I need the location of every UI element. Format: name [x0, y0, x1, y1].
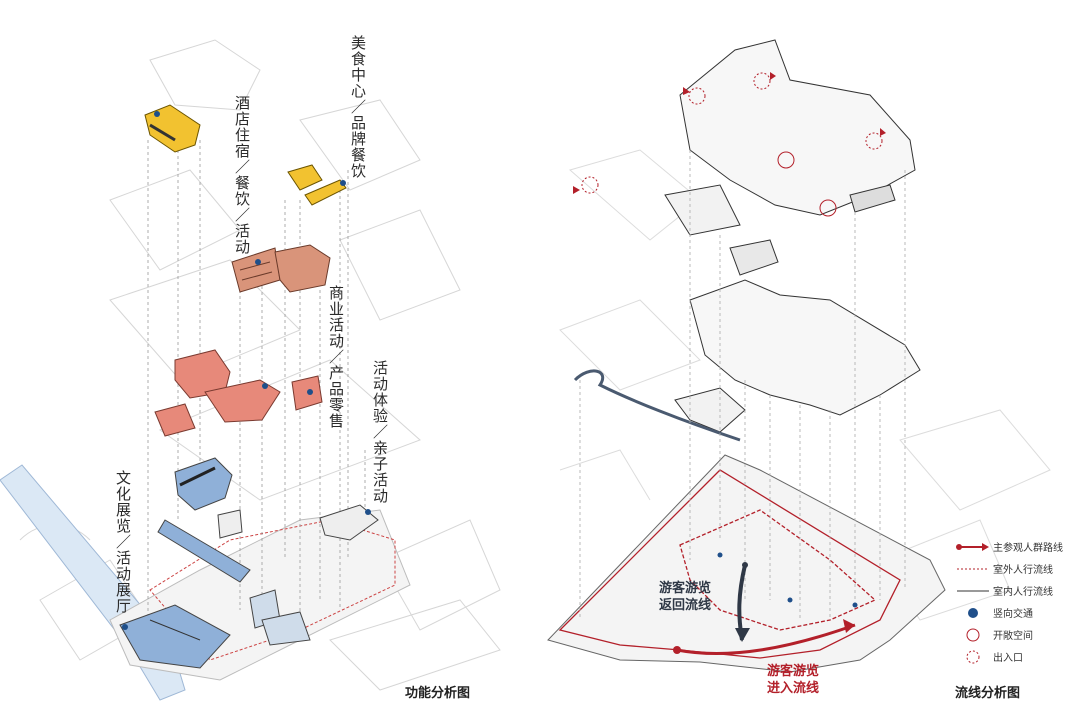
label-activity: 活动体验／亲子活动: [371, 360, 389, 504]
legend-item: 室外人行流线: [955, 558, 1080, 580]
label-culture: 文化展览／活动展厅: [114, 470, 132, 614]
legend-label: 室内人行流线: [993, 587, 1053, 598]
legend-item: 竖向交通: [955, 602, 1080, 624]
right-caption: 流线分析图: [955, 686, 1021, 701]
label-hotel: 酒店住宿／餐饮／活动: [233, 95, 251, 255]
legend: 主参观人群路线 室外人行流线 室内人行流线 竖向交通 开敞空间 出入口: [955, 536, 1080, 668]
legend-label: 主参观人群路线: [993, 543, 1063, 554]
ground-buildings: [119, 457, 379, 669]
legend-item: 开敞空间: [955, 624, 1080, 646]
label-food-center: 美食中心／品牌餐饮: [349, 35, 367, 179]
legend-label: 竖向交通: [993, 609, 1033, 620]
right-panel-base: [547, 39, 1051, 673]
hotel-blocks: [231, 244, 331, 293]
red-circle-icon: [966, 628, 980, 642]
return-flow-label: 游客游览返回流线: [658, 581, 711, 613]
food-center-blocks: [144, 104, 347, 206]
blue-dot-icon: [968, 608, 978, 618]
commerce-blocks: [154, 349, 323, 437]
legend-item: 出入口: [955, 646, 1080, 668]
red-arrow-icon: [956, 543, 989, 551]
dark-line-icon: [957, 590, 989, 592]
legend-item: 主参观人群路线: [955, 536, 1080, 558]
legend-label: 开敞空间: [993, 631, 1033, 642]
label-commerce: 商业活动／产品零售: [327, 285, 345, 429]
legend-label: 出入口: [993, 653, 1023, 664]
left-caption: 功能分析图: [405, 686, 471, 701]
legend-item: 室内人行流线: [955, 580, 1080, 602]
legend-label: 室外人行流线: [993, 565, 1053, 576]
dashed-circle-icon: [966, 650, 980, 664]
enter-flow-label: 游客游览进入流线: [766, 664, 819, 696]
red-dotted-line-icon: [957, 568, 989, 570]
